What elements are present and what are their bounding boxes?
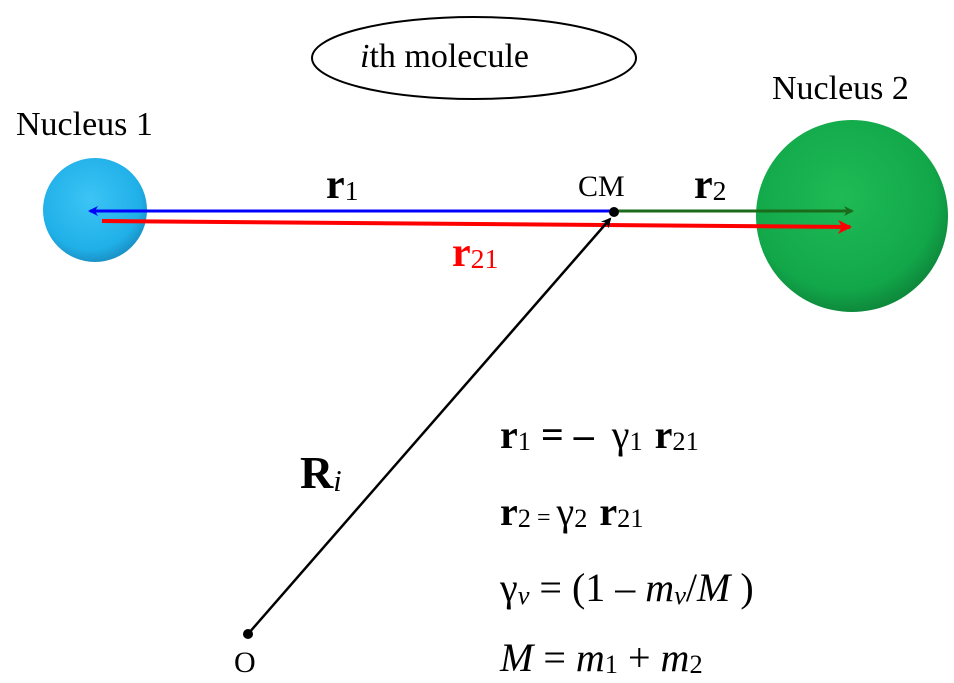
vector-r21-label: r21 <box>452 232 498 274</box>
molecule-label-text: th molecule <box>369 38 530 75</box>
equation-total-mass: M = m1 + m2 <box>500 638 703 678</box>
eq3-M: M <box>697 565 731 610</box>
eq3-m: m <box>645 565 675 610</box>
eq1-lhs: r <box>500 412 518 457</box>
vector-Ri-subscript: i <box>333 464 342 499</box>
eq4-m2: m <box>660 635 690 680</box>
eq1-rhs: r <box>654 412 673 457</box>
origin-dot <box>243 629 253 639</box>
vector-r2-symbol: r <box>694 162 713 208</box>
molecule-label-bubble <box>311 16 637 100</box>
eq4-M: M <box>500 635 534 680</box>
eq3-m-sub: ν <box>674 579 686 610</box>
eq4-m1: m <box>575 635 605 680</box>
eq3-middle: = (1 – <box>529 565 646 610</box>
nucleus-2-sphere <box>756 120 948 312</box>
vector-Ri-symbol: R <box>300 447 334 498</box>
eq2-gamma-sub: 2 <box>574 503 588 534</box>
eq2-operator: = <box>530 505 557 531</box>
molecule-label: ith molecule <box>360 40 529 74</box>
center-of-mass-dot <box>609 207 619 217</box>
eq2-rhs: r <box>599 489 618 534</box>
vector-r1-subscript: 1 <box>344 175 359 207</box>
origin-label: O <box>234 646 256 679</box>
vector-r2-label: r2 <box>694 164 727 206</box>
vector-r21-symbol: r <box>452 230 471 276</box>
eq1-operator: = – <box>530 412 604 457</box>
eq3-gamma: γ <box>500 565 518 610</box>
eq2-lhs-sub: 2 <box>517 503 531 534</box>
eq3-slash: / <box>685 565 698 610</box>
vector-Ri-label: Ri <box>300 447 342 499</box>
vector-Ri-arrow <box>247 217 612 635</box>
eq1-gamma: γ <box>611 412 630 457</box>
eq1-rhs-sub: 21 <box>672 426 699 457</box>
vector-r1-symbol: r <box>326 162 345 208</box>
molecule-index: i <box>360 38 370 75</box>
eq3-close: ) <box>730 565 754 610</box>
vector-r1-label: r1 <box>326 164 359 206</box>
eq4-m2-sub: 2 <box>689 649 703 680</box>
eq2-lhs: r <box>500 489 518 534</box>
nucleus-1-label: Nucleus 1 <box>16 106 153 143</box>
vector-r21-arrow <box>101 219 852 234</box>
center-of-mass-label: CM <box>578 170 625 203</box>
equation-gamma: γν = (1 – mν/M ) <box>500 565 754 610</box>
eq1-lhs-sub: 1 <box>517 426 531 457</box>
nucleus-2-label: Nucleus 2 <box>772 70 909 107</box>
vector-r2-subscript: 2 <box>712 175 727 207</box>
eq2-gamma: γ <box>556 489 575 534</box>
eq4-m1-sub: 1 <box>604 649 618 680</box>
eq4-equals: = <box>533 635 576 680</box>
eq4-plus: + <box>617 635 661 680</box>
eq2-rhs-sub: 21 <box>617 503 644 534</box>
vector-r21-subscript: 21 <box>470 243 499 275</box>
eq1-gamma-sub: 1 <box>629 426 643 457</box>
eq3-gamma-sub: ν <box>517 579 530 610</box>
